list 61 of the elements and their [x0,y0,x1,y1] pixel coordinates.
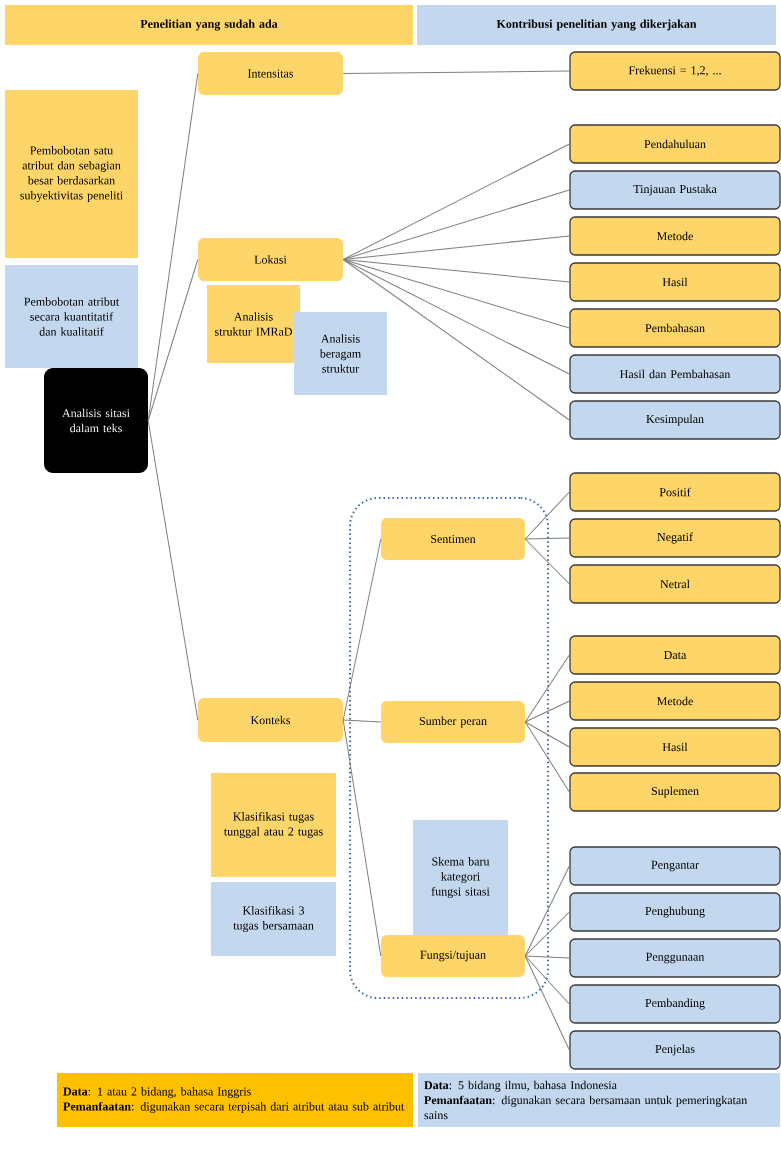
note-box: Klasifikasi tugas tunggal atau 2 tugas [211,773,336,877]
note-box: Klasifikasi 3 tugas bersamaan [211,882,336,956]
item-box: Tinjauan Pustaka [569,170,781,210]
item-box: Positif [569,472,781,512]
connector-line [524,491,570,540]
item-box: Metode [569,681,781,721]
note-box: Skema baru kategori fungsi sitasi [413,820,508,935]
item-box: Negatif [569,518,781,558]
item-box: Penjelas [569,1030,781,1070]
category-box: Konteks [198,698,343,742]
connector-line [524,537,570,540]
root-box: Analisis sitasi dalam teks [44,368,148,473]
connector-line [342,538,382,721]
note-box: Pembobotan satu atribut dan sebagian besar berdasarkan subyektivitas peneliti [5,90,138,258]
group-outline [349,497,549,999]
connector-line [342,719,382,723]
summary-box: Data: 1 atau 2 bidang, bahasa Inggris Pemanfaatan: digunakan secara terpisah dari atribut atau sub atribut [57,1073,413,1127]
category-box: Lokasi [198,238,343,281]
header-bar: Penelitian yang sudah ada [5,5,413,45]
connector-line [524,911,570,957]
connector-line [342,259,570,283]
connector-line [524,654,570,723]
item-box: Kesimpulan [569,400,781,440]
note-box: Pembobotan atribut secara kuantitatif dan kualitatif [5,265,138,368]
connector-line [342,719,382,957]
item-box: Netral [569,564,781,604]
note-box: Analisis beragam struktur [294,312,387,395]
header-bar: Kontribusi penelitian yang dikerjakan [417,5,776,45]
connector-line [342,259,570,421]
note-box: Analisis struktur IMRaD [207,285,300,363]
connector-line [342,70,570,74]
category-box: Intensitas [198,52,343,95]
item-box: Penghubung [569,892,781,932]
item-box: Pembahasan [569,308,781,348]
connector-line [524,721,570,793]
item-box: Pengantar [569,846,781,886]
item-box: Metode [569,216,781,256]
connector-line [524,865,570,957]
connector-line [524,538,570,585]
connector-line [524,955,570,1005]
item-box: Penggunaan [569,938,781,978]
connector-line [524,721,570,748]
item-box: Hasil [569,727,781,767]
item-box: Hasil [569,262,781,302]
category-box: Sumber peran [381,701,525,743]
connector-line [342,189,570,260]
item-box: Hasil dan Pembahasan [569,354,781,394]
item-box: Pembanding [569,984,781,1024]
connector-line [524,955,570,1051]
category-box: Sentimen [381,518,525,560]
item-box: Suplemen [569,772,781,812]
item-box: Pendahuluan [569,124,781,164]
connector-line [147,259,199,421]
connector-line [524,955,570,959]
item-box: Data [569,635,781,675]
item-box: Frekuensi = 1,2, ... [569,51,781,91]
connector-line [524,700,570,723]
connector-line [342,259,570,375]
category-box: Fungsi/tujuan [381,935,525,977]
connector-line [147,420,199,721]
summary-box: Data: 5 bidang ilmu, bahasa Indonesia Pemanfaatan: digunakan secara bersamaan untuk pemeringkatan sains [418,1073,780,1127]
